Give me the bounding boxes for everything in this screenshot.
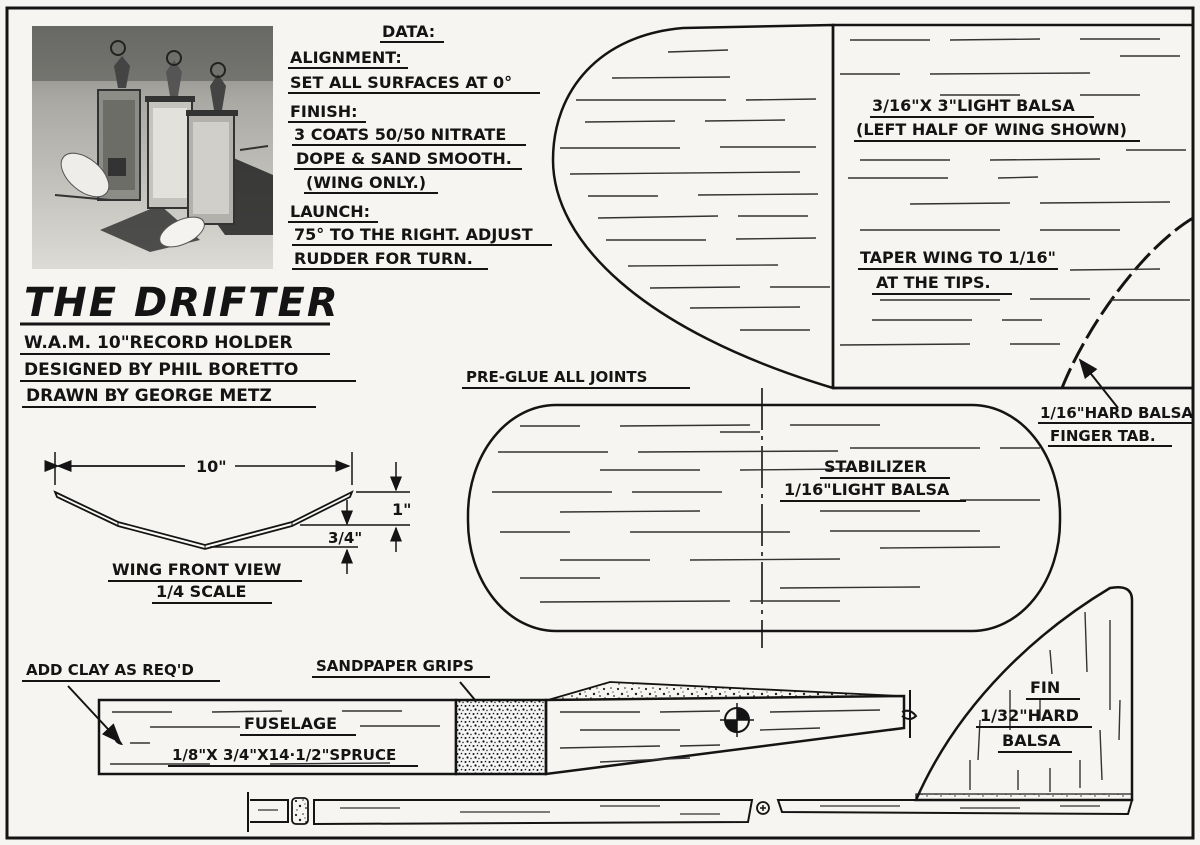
finish-line-1: 3 COATS 50/50 NITRATE	[294, 125, 506, 144]
fin-thickness: 1/32"HARD	[980, 706, 1079, 725]
preglue-note: PRE-GLUE ALL JOINTS	[466, 368, 647, 386]
wing-note: (LEFT HALF OF WING SHOWN)	[856, 120, 1127, 139]
alignment-label: ALIGNMENT:	[290, 48, 402, 67]
fin-name: FIN	[1030, 678, 1060, 697]
launch-line-1: 75° TO THE RIGHT. ADJUST	[294, 225, 533, 244]
finish-label: FINISH:	[290, 102, 358, 121]
page-border	[5, 6, 1195, 840]
span-dimension: 10"	[196, 457, 227, 476]
stabilizer-name: STABILIZER	[824, 457, 927, 476]
stabilizer-plan	[466, 388, 1062, 648]
alignment-text: SET ALL SURFACES AT 0°	[290, 73, 512, 92]
plan-title: THE DRIFTER	[24, 280, 340, 326]
clay-note: ADD CLAY AS REQ'D	[26, 661, 194, 679]
credit-record: W.A.M. 10"RECORD HOLDER	[24, 333, 293, 353]
credit-designer: DESIGNED BY PHIL BORETTO	[24, 360, 298, 380]
credit-drawer: DRAWN BY GEORGE METZ	[26, 386, 272, 406]
finish-line-2: DOPE & SAND SMOOTH.	[296, 149, 512, 168]
wing-material: 3/16"X 3"LIGHT BALSA	[872, 96, 1075, 115]
grips-note: SANDPAPER GRIPS	[316, 657, 474, 675]
fuselage-side-view	[97, 681, 918, 776]
finish-line-3: (WING ONLY.)	[306, 173, 426, 192]
fin-plan	[914, 586, 1134, 802]
fuselage-name: FUSELAGE	[244, 714, 337, 733]
finger-tab-2: FINGER TAB.	[1050, 427, 1156, 445]
dihedral-dimension: 1"	[392, 500, 411, 519]
center-drop-dimension: 3/4"	[328, 529, 362, 547]
wing-front-view	[44, 452, 410, 574]
data-heading: DATA:	[382, 22, 435, 41]
front-view-caption: WING FRONT VIEW	[112, 560, 282, 579]
fin-material: BALSA	[1002, 731, 1061, 750]
launch-label: LAUNCH:	[290, 202, 370, 221]
fuselage-material: 1/8"X 3/4"X14·1/2"SPRUCE	[172, 746, 396, 764]
fuselage-top-view	[247, 792, 1134, 832]
wing-taper-2: AT THE TIPS.	[876, 273, 991, 292]
trophy-photo	[32, 26, 273, 269]
wing-taper-1: TAPER WING TO 1/16"	[860, 248, 1056, 267]
launch-line-2: RUDDER FOR TURN.	[294, 249, 473, 268]
wing-plan	[551, 23, 1195, 390]
front-view-scale: 1/4 SCALE	[156, 582, 246, 601]
stabilizer-material: 1/16"LIGHT BALSA	[784, 480, 950, 499]
finger-tab-1: 1/16"HARD BALSA	[1040, 404, 1193, 422]
